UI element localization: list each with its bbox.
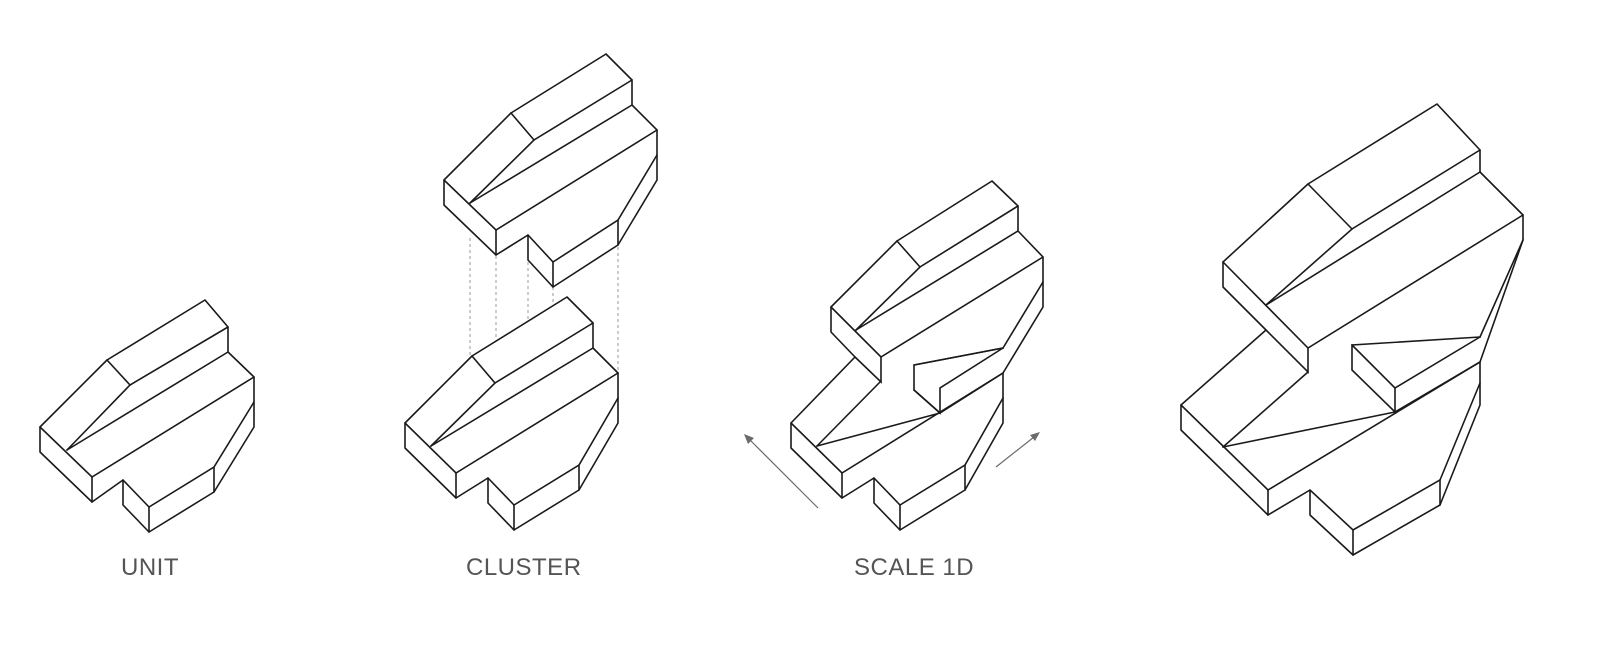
large-scaled-block — [1180, 103, 1524, 556]
scale-1d-block-edges — [790, 205, 1044, 531]
unit-block-outline — [39, 299, 255, 533]
scale-arrow-left — [744, 434, 819, 509]
cluster-bottom-block-edges — [404, 322, 619, 531]
cluster-top-block — [443, 53, 658, 288]
large-scaled-block-edges — [1180, 149, 1524, 556]
scale-1d-block-outline — [790, 180, 1044, 531]
cluster-top-block-edges — [443, 79, 658, 288]
large-scaled-block-outline — [1180, 103, 1524, 556]
cluster-bottom-block-outline — [404, 296, 619, 531]
scale-1d-block — [790, 180, 1044, 531]
unit-block-edges — [39, 326, 255, 533]
scale-1d-label: SCALE 1D — [854, 554, 975, 581]
unit-block — [39, 299, 255, 533]
scale-arrow-right — [995, 432, 1040, 468]
cluster-top-block-outline — [443, 53, 658, 288]
unit-label: UNIT — [121, 554, 179, 581]
cluster-bottom-block — [404, 296, 619, 531]
cluster-label: CLUSTER — [466, 554, 582, 581]
